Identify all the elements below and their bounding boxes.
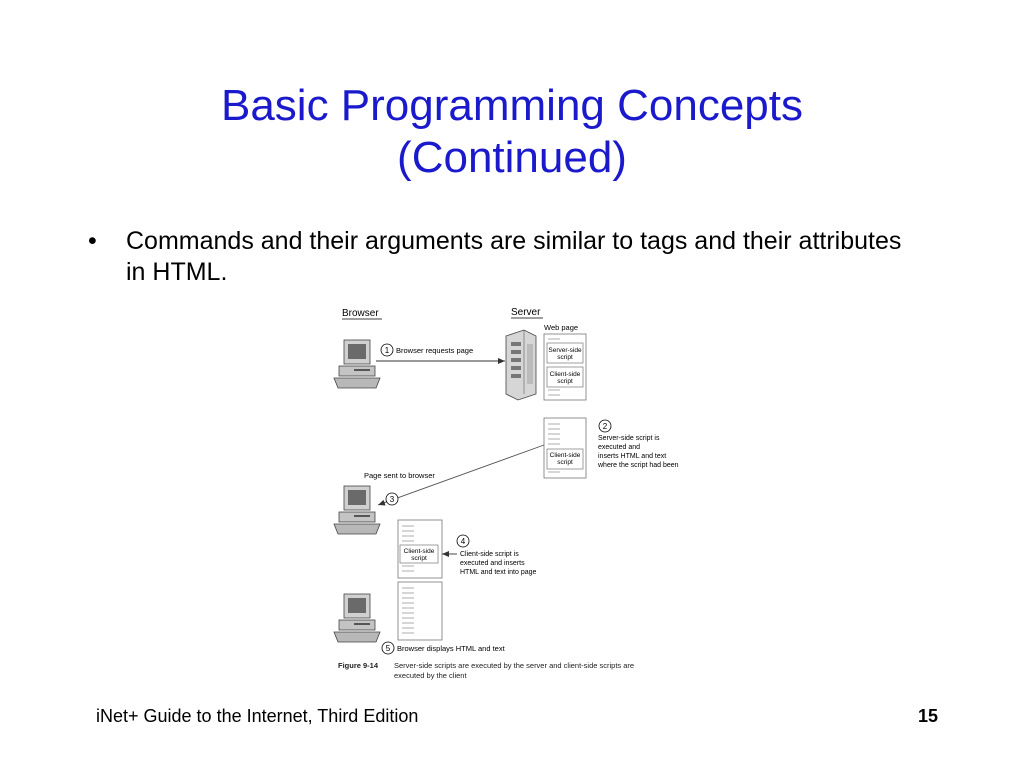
server-heading: Server [511, 307, 541, 318]
figure-svg: Browser Server 1 Browser requests page W… [333, 307, 679, 680]
computer-icon [333, 593, 381, 643]
computer-icon [333, 339, 381, 389]
step4-line3: HTML and text into page [460, 569, 537, 576]
web-page-label: Web page [544, 323, 578, 332]
footer-page-number: 15 [917, 706, 938, 726]
page-sent-label: Page sent to browser [364, 471, 435, 480]
slide-title: Basic Programming Concepts (Continued) [112, 80, 912, 184]
figure-caption-line1: Server-side scripts are executed by the … [394, 661, 634, 670]
step2-line4: where the script had been [597, 462, 679, 469]
step5-number: 5 [386, 644, 391, 653]
title-line-1: Basic Programming Concepts [220, 81, 803, 130]
step4-line1: Client-side script is [460, 551, 519, 558]
step2-line3: inserts HTML and text [598, 453, 666, 460]
client-script-label-1c: Client-side [404, 548, 435, 555]
step2-line1: Server-side script is [598, 435, 660, 442]
server-script-label-2: script [557, 354, 573, 361]
server-script-label-1: Server-side [548, 347, 582, 354]
client-script-label-2: script [557, 378, 573, 385]
computer-icon [333, 485, 381, 535]
bullet-dot: • [88, 227, 97, 255]
step5-text: Browser displays HTML and text [397, 644, 506, 653]
title-line-2: (Continued) [397, 133, 627, 182]
client-script-label-2b: script [557, 459, 573, 466]
step1-number: 1 [385, 346, 390, 355]
figure-caption-line2: executed by the client [394, 671, 467, 680]
client-script-label-2c: script [411, 555, 427, 562]
figure-diagram: Browser Server 1 Browser requests page W… [330, 300, 700, 690]
step4-line2: executed and inserts [460, 560, 525, 567]
bullet-text: Commands and their arguments are similar… [126, 227, 902, 286]
client-script-label-1: Client-side [550, 371, 581, 378]
footer-book-title: iNet+ Guide to the Internet, Third Editi… [96, 706, 419, 726]
step2-line2: executed and [598, 444, 640, 451]
step2-number: 2 [603, 422, 608, 431]
step4-number: 4 [461, 537, 466, 546]
browser-heading: Browser [342, 308, 379, 319]
step3-number: 3 [390, 495, 395, 504]
figure-caption-label: Figure 9-14 [338, 661, 379, 670]
step1-text: Browser requests page [396, 346, 473, 355]
server-icon [505, 329, 537, 401]
client-script-label-1b: Client-side [550, 452, 581, 459]
